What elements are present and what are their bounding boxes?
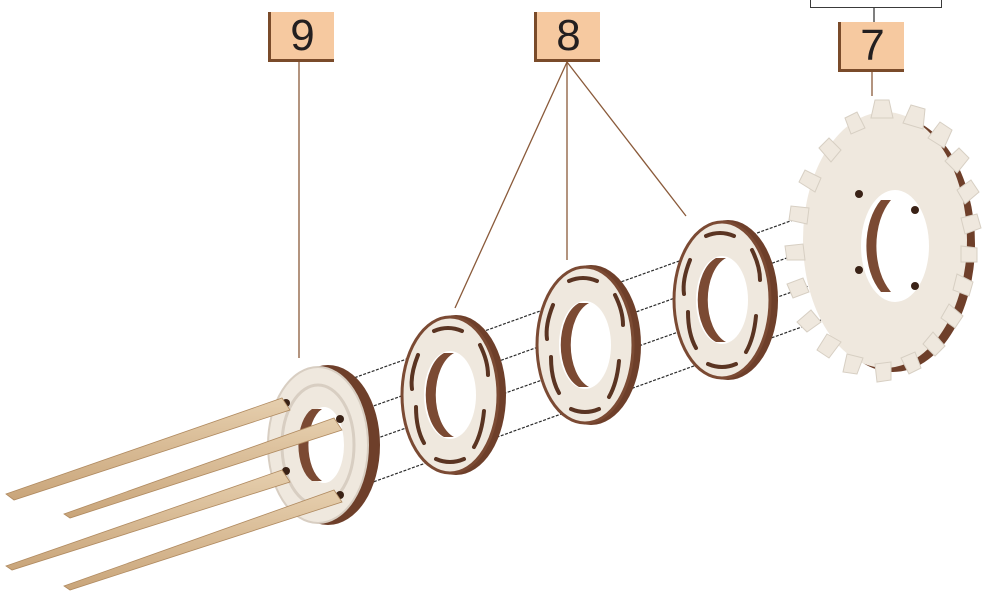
leader-lines [298,8,875,358]
gear-part-7 [784,99,982,383]
callout-part-8: 8 [534,12,600,62]
spacer-ring-8-mid [535,265,641,425]
callout-part-7: 7 [838,22,904,72]
spacer-ring-8-near [400,315,506,475]
skewer-sticks [5,397,343,591]
callout-part-9: 9 [268,12,334,62]
leader-line-8c [566,61,687,217]
skewer-stick-4 [63,489,343,591]
callout-box-top-edge [810,0,942,8]
skewer-stick-1 [5,397,291,501]
leader-line-8a [454,61,568,309]
skewer-stick-2 [63,417,343,519]
skewer-stick-3 [5,469,291,571]
spacer-ring-8-far [672,220,778,380]
